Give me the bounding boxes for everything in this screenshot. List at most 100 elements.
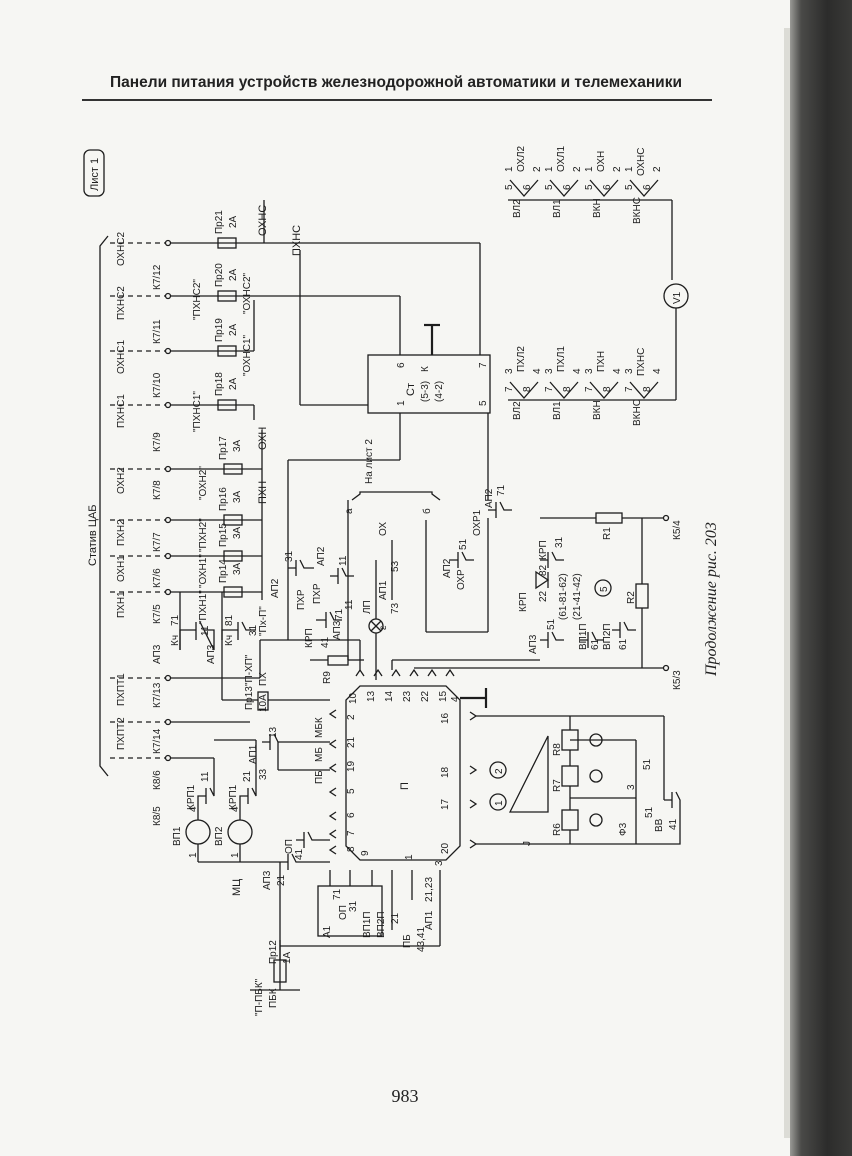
svg-text:33: 33 [258, 768, 269, 780]
svg-text:7: 7 [346, 830, 357, 836]
svg-text:5: 5 [504, 184, 515, 190]
svg-text:41: 41 [294, 848, 305, 860]
svg-text:ОХ: ОХ [378, 522, 389, 536]
to-sheet-2: На лист 2 а б [344, 439, 441, 660]
terminal-label: К7/14 [152, 728, 163, 754]
svg-text:ПХР: ПХР [296, 589, 307, 610]
svg-text:20: 20 [440, 842, 451, 854]
svg-text:8: 8 [522, 386, 533, 392]
fuse-rating: 10А [258, 694, 269, 712]
svg-text:(21-41-42): (21-41-42) [572, 573, 583, 620]
svg-text:ВЛ2: ВЛ2 [512, 199, 523, 218]
fuse-rating: 3А [232, 526, 243, 539]
svg-text:2: 2 [346, 714, 357, 720]
svg-text:5: 5 [584, 184, 595, 190]
svg-text:51: 51 [642, 758, 653, 770]
svg-text:2: 2 [572, 166, 583, 172]
svg-text:51: 51 [546, 618, 557, 630]
svg-text:"Пх-П": "Пх-П" [258, 606, 269, 636]
net-label: ОХНС [257, 205, 269, 236]
svg-text:ПХЛ1: ПХЛ1 [556, 346, 567, 372]
svg-text:АП1: АП1 [248, 744, 259, 764]
svg-text:ОХР: ОХР [456, 569, 467, 590]
svg-text:Ст: Ст [405, 383, 417, 396]
svg-text:ПХНС: ПХНС [291, 225, 303, 256]
terminal-circuit: ПХНС1 [116, 394, 127, 428]
transformer-st: Ст (5-3) (4-2) К 1 6 7 5 [287, 323, 491, 640]
svg-text:3: 3 [584, 368, 595, 374]
svg-text:61: 61 [618, 638, 629, 650]
book-binding [790, 0, 852, 1156]
svg-text:41: 41 [668, 818, 679, 830]
svg-text:31: 31 [554, 536, 565, 548]
terminal-label: К7/5 [152, 604, 163, 624]
terminal-label: К7/12 [152, 264, 163, 290]
svg-text:5: 5 [624, 184, 635, 190]
svg-text:На лист 2: На лист 2 [364, 439, 375, 484]
svg-text:5: 5 [346, 788, 357, 794]
fuse-labels: Пр21 2А ОХНС Пр20 2А "ОХНС2" Пр19 2А Пр1… [214, 205, 293, 964]
lower-contact-cluster: А1 ОП 31 71 ВП1П ВП2П 21 ПБ 43,41 21,23 … [317, 870, 441, 952]
switch-vl1-bottom: ВЛ1 7 8 ПХЛ1 3 4 [544, 346, 583, 420]
svg-text:71: 71 [170, 614, 181, 626]
svg-text:1: 1 [230, 852, 241, 858]
svg-text:8: 8 [602, 386, 613, 392]
switch-block-bottom: ВЛ2 7 8 ПХЛ2 3 4 ВЛ1 7 8 ПХЛ1 3 4 ВКН 7 … [504, 346, 676, 426]
svg-text:АП2: АП2 [316, 546, 327, 566]
svg-text:73: 73 [390, 602, 401, 614]
svg-text:К5/4: К5/4 [672, 520, 683, 540]
terminal-label: К7/10 [152, 372, 163, 398]
svg-text:18: 18 [440, 766, 451, 778]
svg-text:14: 14 [384, 690, 395, 702]
svg-text:13: 13 [268, 726, 279, 738]
svg-text:11: 11 [344, 599, 355, 610]
net-label: "ОХНС2" [242, 272, 253, 314]
svg-text:ВКН: ВКН [592, 198, 603, 218]
svg-text:21,23: 21,23 [424, 877, 435, 902]
svg-text:2: 2 [494, 768, 505, 774]
svg-text:71: 71 [496, 484, 507, 496]
svg-text:ПБ: ПБ [314, 770, 325, 784]
figure-caption: Продолжение рис. 203 [703, 522, 720, 677]
svg-text:ПХР: ПХР [312, 583, 323, 604]
terminal-circuit: ОХНС2 [116, 232, 127, 266]
svg-text:8: 8 [346, 846, 357, 852]
svg-text:31: 31 [348, 900, 359, 912]
svg-text:А1: А1 [322, 925, 333, 938]
terminal-label: К7/7 [152, 532, 163, 552]
svg-text:Ф3: Ф3 [618, 822, 629, 836]
terminal-label: К7/11 [152, 319, 163, 344]
svg-text:"ОХН1": "ОХН1" [198, 554, 209, 588]
svg-text:Кч: Кч [224, 635, 235, 646]
voltmeter-v1: V1 [663, 283, 689, 400]
svg-text:ВКН: ВКН [592, 400, 603, 420]
switch-vl1-top: ВЛ1 5 6 ОХЛ1 1 2 [544, 145, 583, 218]
svg-text:2: 2 [612, 166, 623, 172]
svg-text:1: 1 [188, 852, 199, 858]
switch-vkns-bottom: ВКНС 7 8 ПХНС 3 4 [624, 348, 663, 426]
svg-text:ПХН: ПХН [596, 351, 607, 372]
lamp-lp: ЛП АП1 53 73 ε [362, 540, 401, 680]
terminal-label: К8/6 [152, 770, 163, 790]
svg-text:11: 11 [338, 555, 349, 566]
svg-text:7: 7 [544, 386, 555, 392]
svg-text:41: 41 [320, 636, 331, 648]
svg-text:ВЛ1: ВЛ1 [552, 199, 563, 218]
svg-text:R7: R7 [552, 779, 563, 792]
svg-text:1: 1 [396, 400, 407, 406]
svg-text:R1: R1 [602, 527, 613, 540]
svg-text:ПБ: ПБ [402, 934, 413, 948]
svg-text:19: 19 [346, 760, 357, 772]
svg-text:ВВ: ВВ [654, 818, 665, 832]
svg-text:3: 3 [434, 860, 445, 866]
vp-motors: ВП1 4 1 ВП2 4 1 КРП1 11 КРП1 21 [170, 739, 280, 863]
relay-contacts-mid: АП2 31 АП2 11 АП2 51 АП2 71 КРП 41 АП3 1… [270, 484, 512, 648]
svg-text:ОХН: ОХН [596, 151, 607, 172]
fuse-rating: 3А [232, 562, 243, 575]
svg-text:6: 6 [562, 184, 573, 190]
svg-text:R9: R9 [322, 671, 333, 684]
terminal-label: К7/6 [152, 568, 163, 588]
terminal-leads [110, 239, 172, 762]
svg-text:1: 1 [624, 166, 635, 172]
fuse-label: Пр19 [214, 318, 225, 342]
